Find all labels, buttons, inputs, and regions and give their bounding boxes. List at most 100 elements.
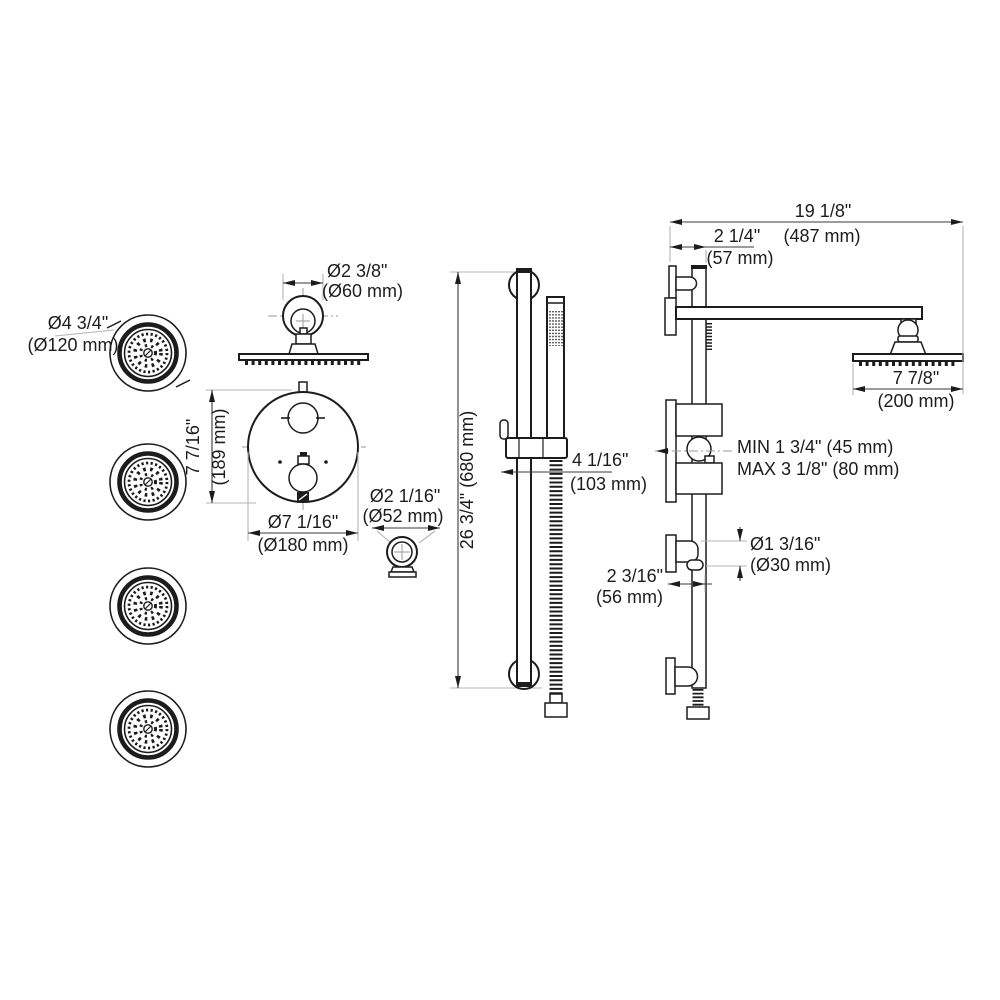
arm-pin xyxy=(299,327,308,335)
slide-bar-assembly-front-view: 26 3/4" (680 mm) 4 1/16" (103 mm) xyxy=(450,268,647,718)
arrowhead xyxy=(428,525,440,531)
valve-height-metric: (189 mm) xyxy=(209,408,229,485)
arrowhead xyxy=(248,530,260,536)
ball-joint-collar xyxy=(897,335,919,343)
outlet-elbow-front-view: Ø2 1/16" (Ø52 mm) xyxy=(363,486,444,578)
bar-top-cap-side xyxy=(691,265,707,269)
outlet-ext-right xyxy=(418,530,436,544)
shower-arm-reach-inches: 19 1/8" xyxy=(795,201,851,221)
slide-bar xyxy=(516,268,532,687)
arm-flange-diameter-inches: Ø2 3/8" xyxy=(327,261,387,281)
valve-upper-body xyxy=(675,403,723,437)
volume-knob-marker xyxy=(300,452,307,456)
shower-head-width-metric: (200 mm) xyxy=(877,391,954,411)
outlet-ext-left xyxy=(376,530,392,544)
arrowhead xyxy=(311,280,323,286)
shower-arm xyxy=(675,306,923,320)
body-jets-front-view: Ø4 3/4" (Ø120 mm) xyxy=(27,313,191,767)
arm-wall-offset-metric: (57 mm) xyxy=(707,248,774,268)
hose-collar xyxy=(549,693,563,704)
supply-elbow-body xyxy=(675,540,699,563)
arrowhead xyxy=(670,244,682,250)
outlet-diameter-metric: (Ø52 mm) xyxy=(363,506,444,526)
arrowhead xyxy=(209,390,215,402)
slide-bar-height-label: 26 3/4" (680 mm) xyxy=(457,411,477,549)
shower-arm-flange-front-view: Ø2 3/8" (Ø60 mm) xyxy=(238,261,403,365)
supply-elbow-flange xyxy=(665,534,677,573)
valve-diameter-inches: Ø7 1/16" xyxy=(268,512,338,532)
arrowhead xyxy=(670,219,682,225)
slider-lock-lever xyxy=(499,419,509,440)
valve-height-inches: 7 7/16" xyxy=(183,419,203,475)
bracket-arm xyxy=(675,276,698,291)
hand-shower-spray-face xyxy=(549,311,563,346)
arm-stem xyxy=(295,333,312,345)
arm-wall-offset-inches: 2 1/4" xyxy=(714,226,760,246)
drop-ell-offset-inches: 2 3/16" xyxy=(607,566,663,586)
hand-shower-offset-inches: 4 1/16" xyxy=(572,450,628,470)
bottom-elbow-body xyxy=(674,666,699,687)
bar-bottom-cap xyxy=(516,682,532,687)
indicator-dot-left xyxy=(278,460,282,464)
body-jet-3 xyxy=(110,568,186,644)
valve-knob-side xyxy=(686,436,712,462)
valve-lower-body xyxy=(675,462,723,495)
jet-diameter-tick-2 xyxy=(175,379,191,388)
valve-diameter-metric: (Ø180 mm) xyxy=(257,535,348,555)
body-jet-4 xyxy=(110,691,186,767)
head-hub xyxy=(287,343,320,355)
arrowhead xyxy=(656,448,668,454)
body-jet-diameter-metric: (Ø120 mm) xyxy=(27,335,118,355)
arrowhead xyxy=(951,219,963,225)
temperature-knob xyxy=(287,402,319,434)
outlet-base-lip xyxy=(388,571,417,578)
supply-elbow-outlet xyxy=(686,559,704,571)
body-jet-2 xyxy=(110,444,186,520)
arrowhead xyxy=(209,491,215,503)
arrowhead xyxy=(694,244,706,250)
hand-shower-offset-metric: (103 mm) xyxy=(570,474,647,494)
base-slash xyxy=(298,493,308,501)
bottom-elbow-flange xyxy=(665,657,676,695)
arrowhead xyxy=(737,566,743,578)
arrowhead xyxy=(283,280,295,286)
body-jet-diameter-inches: Ø4 3/4" xyxy=(48,313,108,333)
arrowhead xyxy=(853,386,865,392)
drop-ell-offset-metric: (56 mm) xyxy=(596,587,663,607)
rain-head-side xyxy=(852,353,964,362)
shower-head-width-inches: 7 7/8" xyxy=(893,368,939,388)
shower-head-edge xyxy=(238,353,369,361)
slider-holder xyxy=(505,437,568,459)
valve-tab-side xyxy=(704,455,715,464)
arm-flange-diameter-metric: (Ø60 mm) xyxy=(322,281,403,301)
arm-escutcheon xyxy=(664,297,677,336)
arrowhead xyxy=(693,581,705,587)
arrowhead xyxy=(668,581,680,587)
arrowhead xyxy=(455,676,461,688)
bracket-flange xyxy=(668,265,677,299)
bar-top-cap xyxy=(516,268,532,273)
jet-diameter-tick-1 xyxy=(106,320,122,329)
arrowhead xyxy=(372,525,384,531)
arrowhead xyxy=(737,529,743,541)
arrowhead xyxy=(455,272,461,284)
volume-knob xyxy=(288,463,318,493)
indicator-dot-right xyxy=(324,460,328,464)
thermostatic-valve-front-view: 7 7/16" (189 mm) Ø7 1/16" (Ø180 mm) xyxy=(183,381,366,555)
hose-nut xyxy=(544,702,568,718)
arrowhead xyxy=(346,530,358,536)
shower-arm-reach-metric: (487 mm) xyxy=(783,226,860,246)
valve-depth-min-label: MIN 1 3/4" (45 mm) xyxy=(737,437,893,457)
body-jet-1 xyxy=(110,315,186,391)
volume-knob-tab xyxy=(297,455,310,465)
system-side-view: 19 1/8" (487 mm) 2 1/4" (57 mm) 7 7/8" (… xyxy=(596,201,964,720)
jet-leader-line xyxy=(54,329,115,337)
hose-connector-nut xyxy=(686,706,710,720)
drop-ell-diameter-metric: (Ø30 mm) xyxy=(750,555,831,575)
outlet-diameter-inches: Ø2 1/16" xyxy=(370,486,440,506)
arrowhead xyxy=(951,386,963,392)
arrowhead xyxy=(501,469,513,475)
drop-ell-diameter-inches: Ø1 3/16" xyxy=(750,534,820,554)
